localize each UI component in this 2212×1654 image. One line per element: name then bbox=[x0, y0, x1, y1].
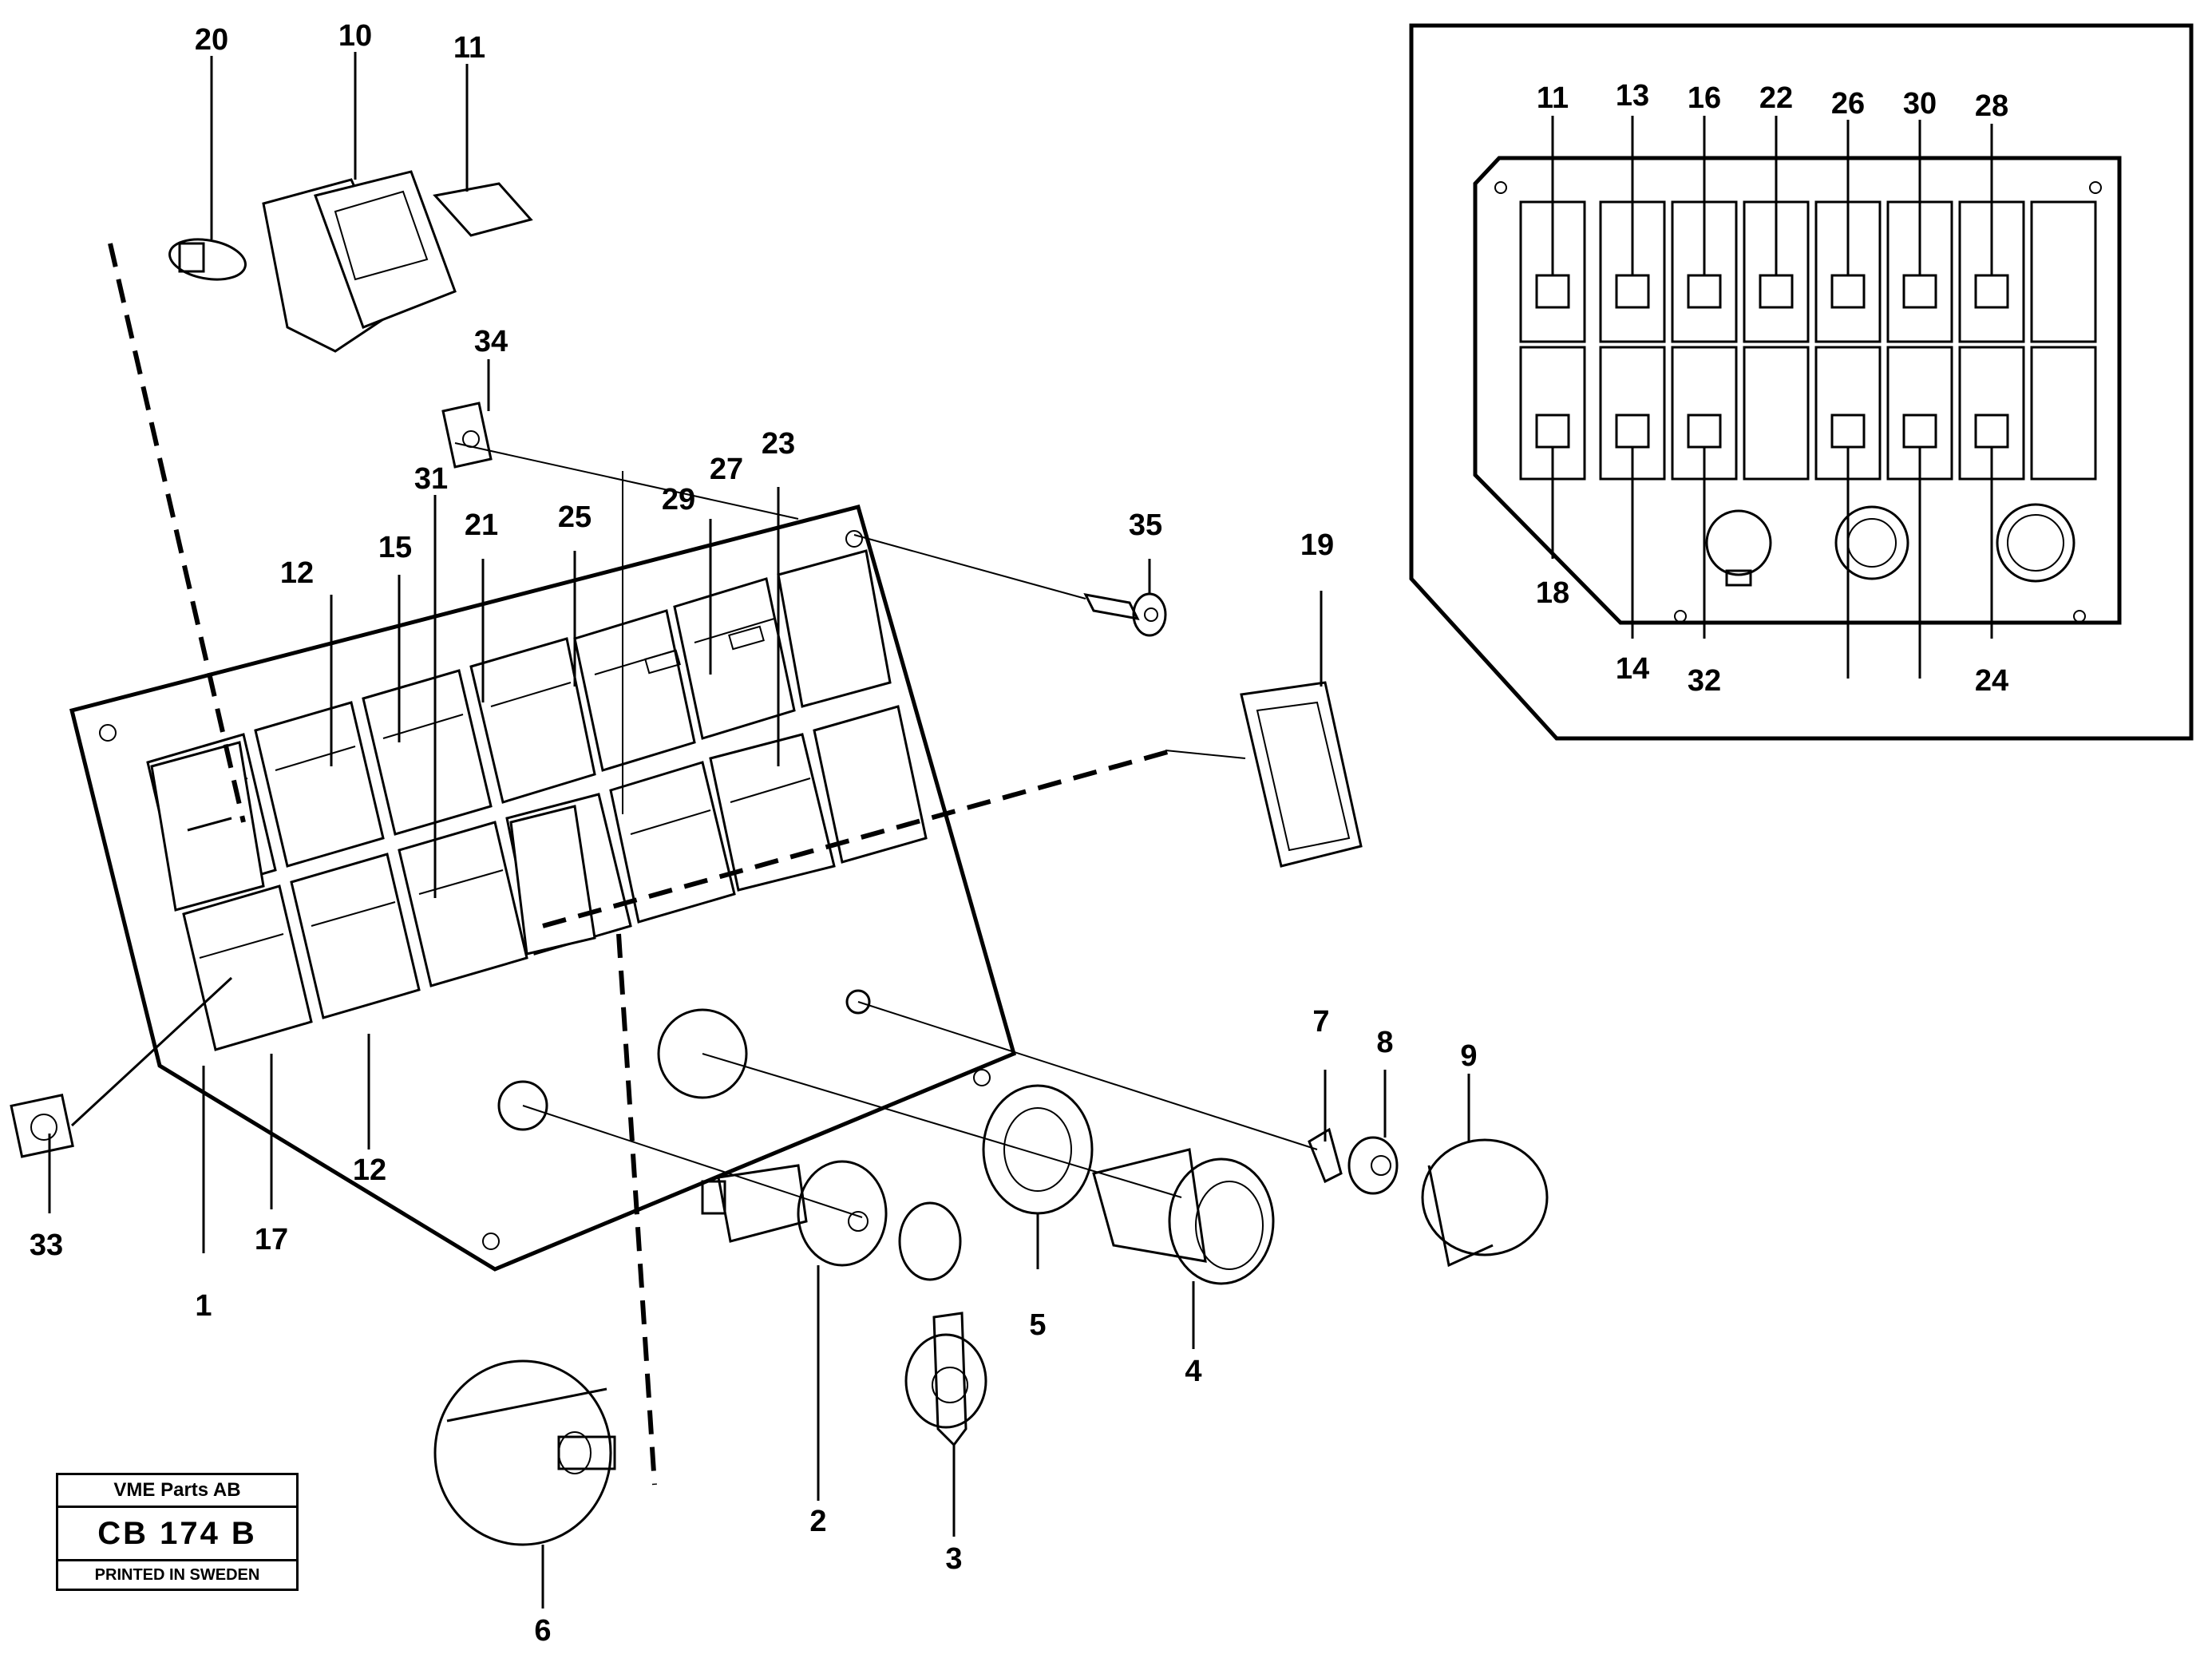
callout-12-lower: 12 bbox=[353, 1153, 386, 1187]
title-block: VME Parts AB CB 174 B PRINTED IN SWEDEN bbox=[56, 1473, 299, 1591]
callout-33: 33 bbox=[30, 1229, 63, 1262]
title-block-printed: PRINTED IN SWEDEN bbox=[94, 1566, 260, 1584]
inset-leaders bbox=[1551, 116, 1993, 679]
lighter-part bbox=[1092, 1148, 1275, 1285]
inset-callout-22: 22 bbox=[1759, 81, 1793, 115]
callout-9: 9 bbox=[1460, 1039, 1477, 1073]
inset-panel-view: 11 13 16 22 26 30 28 18 14 32 24 bbox=[1409, 23, 2194, 741]
inset-callout-11: 11 bbox=[1537, 81, 1569, 115]
callout-2: 2 bbox=[809, 1505, 826, 1538]
inset-callouts-top: 11 13 16 22 26 30 28 bbox=[1537, 79, 2008, 123]
rotary-switch-part bbox=[433, 1359, 616, 1546]
callout-23: 23 bbox=[762, 427, 795, 461]
callout-15: 15 bbox=[378, 531, 412, 564]
inset-callout-32: 32 bbox=[1688, 664, 1721, 698]
callout-34: 34 bbox=[474, 325, 508, 358]
leader-lines bbox=[48, 52, 1470, 1608]
plate-holes bbox=[497, 989, 871, 1131]
knob-parts bbox=[1308, 1127, 1549, 1268]
star-washer-part bbox=[982, 1084, 1094, 1215]
title-block-code: CB 174 B bbox=[58, 1508, 296, 1561]
callout-27: 27 bbox=[710, 453, 743, 486]
inset-top-row bbox=[1519, 200, 2097, 343]
inset-bottom-row bbox=[1519, 346, 2097, 481]
callout-25: 25 bbox=[558, 501, 592, 534]
callout-19: 19 bbox=[1300, 528, 1334, 562]
inset-callout-13: 13 bbox=[1616, 79, 1649, 113]
screw-part bbox=[1083, 592, 1167, 637]
callout-35: 35 bbox=[1129, 508, 1162, 542]
inset-callout-24: 24 bbox=[1975, 664, 2008, 698]
callout-1: 1 bbox=[195, 1289, 212, 1323]
clip-part bbox=[441, 402, 493, 469]
main-switch-panel bbox=[69, 504, 1017, 1272]
callout-20: 20 bbox=[195, 23, 228, 57]
callout-3: 3 bbox=[945, 1542, 962, 1576]
inset-callout-30: 30 bbox=[1903, 87, 1937, 121]
callout-11: 11 bbox=[453, 31, 485, 65]
callout-10: 10 bbox=[338, 19, 372, 53]
lighter-cap-part bbox=[898, 1201, 987, 1447]
callout-12-upper: 12 bbox=[280, 556, 314, 590]
inset-callouts-bottom: 18 14 32 24 bbox=[1536, 576, 2008, 698]
inset-callout-14: 14 bbox=[1616, 652, 1649, 686]
blank-window-center bbox=[509, 805, 596, 956]
assembly-lines bbox=[108, 243, 1318, 1486]
callout-6: 6 bbox=[534, 1614, 551, 1648]
callout-7: 7 bbox=[1312, 1005, 1329, 1039]
callout-17: 17 bbox=[255, 1223, 288, 1256]
socket-part bbox=[10, 1094, 74, 1158]
callout-29: 29 bbox=[662, 483, 695, 516]
callout-31: 31 bbox=[414, 462, 448, 496]
inset-callout-26: 26 bbox=[1831, 87, 1865, 121]
callout-5: 5 bbox=[1029, 1308, 1046, 1342]
callout-4: 4 bbox=[1185, 1355, 1201, 1388]
lens-part bbox=[1240, 681, 1363, 868]
title-block-company: VME Parts AB bbox=[58, 1475, 296, 1508]
rocker-switch-assembly bbox=[168, 170, 533, 353]
callout-21: 21 bbox=[465, 508, 498, 542]
inset-callout-18: 18 bbox=[1536, 576, 1569, 610]
inset-callout-16: 16 bbox=[1688, 81, 1721, 115]
lighter-socket-part bbox=[701, 1160, 888, 1267]
inset-callout-28: 28 bbox=[1975, 89, 2008, 123]
callout-8: 8 bbox=[1376, 1026, 1393, 1059]
inset-knobs bbox=[1705, 503, 2075, 587]
callout-numbers: 20 10 11 34 31 29 27 23 35 12 15 21 25 1… bbox=[30, 19, 1478, 1648]
